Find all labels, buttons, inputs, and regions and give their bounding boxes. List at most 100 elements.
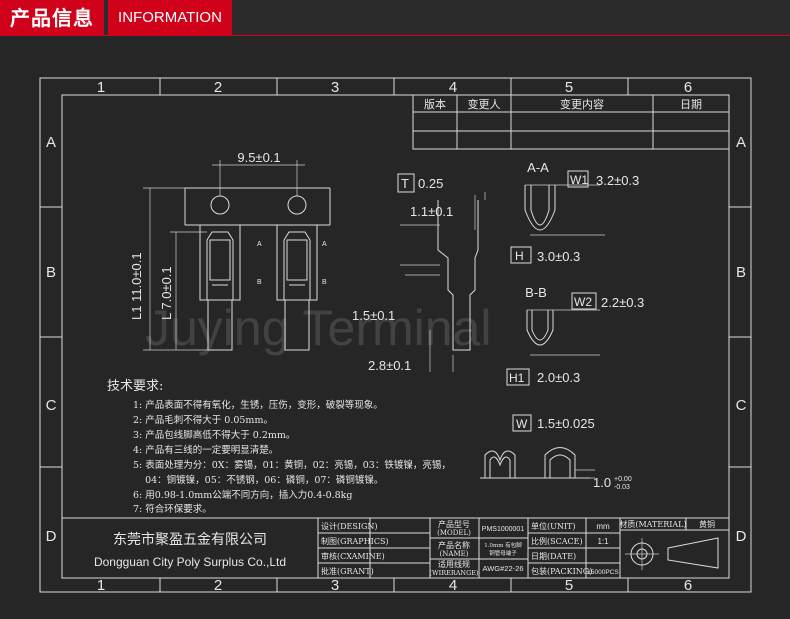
dim-1-5: 1.5±0.1 xyxy=(352,308,395,323)
row-label-left-c: C xyxy=(46,397,57,414)
row-label-left-d: D xyxy=(46,528,57,545)
dim-w2-label: W2 xyxy=(574,295,592,309)
projection-symbol xyxy=(625,537,719,570)
col-label-top-5: 5 xyxy=(565,79,573,96)
dim-l1: L1 11.0±0.1 xyxy=(129,252,144,320)
tb-wire-value: AWG#22-26 xyxy=(483,564,524,573)
row-label-left-b: B xyxy=(46,264,56,281)
dim-w1-value: 3.2±0.3 xyxy=(596,173,639,188)
dim-thickness-tol-lower: -0.03 xyxy=(614,484,630,491)
col-label-top-1: 1 xyxy=(97,79,105,96)
tb-packing-label: 包装(PACKING) xyxy=(531,566,592,576)
dim-w2-value: 2.2±0.3 xyxy=(601,295,644,310)
tb-date-label: 日期(DATE) xyxy=(531,552,576,561)
tb-material-label: 材质(MATERIAL) xyxy=(619,519,686,529)
tb-wire-label-en: (WIRERANGE) xyxy=(429,569,479,577)
watermark: Juying Terminal xyxy=(145,300,491,356)
tb-name-value-2: 铜管母端子 xyxy=(489,549,517,557)
requirement-item-2: 2: 产品毛刺不得大于 0.05mm。 xyxy=(133,414,273,426)
tb-examine-label: 审核(CXAMINE) xyxy=(321,551,385,561)
col-label-top-6: 6 xyxy=(684,79,692,96)
column-ticks xyxy=(40,78,751,592)
arrow-label-a-left: A xyxy=(257,241,262,248)
tb-name-value-1: 1.0mm 有包脚 xyxy=(484,541,522,549)
tb-model-label-en: (MODEL) xyxy=(437,529,471,537)
revision-header-changer: 变更人 xyxy=(468,97,501,111)
dim-l: L 7.0±0.1 xyxy=(159,266,174,320)
section-aa xyxy=(510,170,605,264)
tb-scale-value: 1:1 xyxy=(597,537,609,546)
tb-packing-value: 15000PCS xyxy=(587,569,619,576)
revision-table xyxy=(412,94,730,150)
tb-design-label: 设计(DESIGN) xyxy=(321,521,378,531)
dim-h-value: 3.0±0.3 xyxy=(537,249,580,264)
requirement-item-5: 5: 表面处理为分：0X：雾锡，01：黄铜，02：亮锡，03：铁镀镍，亮锡， xyxy=(133,459,451,471)
dim-h1-label: H1 xyxy=(509,371,525,385)
requirements-title: 技术要求: xyxy=(107,379,163,394)
dim-thickness-tol-upper: +0.00 xyxy=(614,476,632,483)
tb-unit-label: 单位(UNIT) xyxy=(531,521,575,531)
section-aa-title: A-A xyxy=(527,160,549,175)
detail-w xyxy=(480,414,595,479)
company-name-en: Dongguan City Poly Surplus Co.,Ltd xyxy=(94,555,286,569)
section-bb xyxy=(506,292,600,386)
side-view xyxy=(397,173,486,372)
dim-1-1: 1.1±0.1 xyxy=(410,204,453,219)
tb-model-value: PMS1000001 xyxy=(482,526,525,533)
dim-w-label: W xyxy=(516,417,528,431)
arrow-label-a-right: A xyxy=(322,241,327,248)
tb-name-label-cn: 产品名称 xyxy=(438,540,470,550)
dim-h1-value: 2.0±0.3 xyxy=(537,370,580,385)
requirement-item-4: 4: 产品有三线的一定要明显清楚。 xyxy=(133,444,278,456)
dim-h-label: H xyxy=(515,249,524,263)
company-name-cn: 东莞市聚盈五金有限公司 xyxy=(113,531,267,548)
outer-frame xyxy=(39,77,752,593)
arrow-label-b-right: B xyxy=(322,279,327,286)
dim-w-value: 1.5±0.025 xyxy=(537,416,595,431)
requirement-item-5-continued: 04：铜镀镍，05：不锈钢，06：磷铜，07：磷铜镀镍。 xyxy=(133,474,383,486)
tb-wire-label-cn: 适用线规 xyxy=(438,559,470,569)
title-block-grid xyxy=(61,517,730,579)
requirement-item-3: 3: 产品包线脚高低不得大于 0.2mm。 xyxy=(133,429,295,441)
tb-grant-label: 批准(GRANT) xyxy=(321,566,374,576)
col-label-bottom-4: 4 xyxy=(449,577,457,594)
header-title-en: INFORMATION xyxy=(108,0,232,36)
row-label-right-d: D xyxy=(736,528,747,545)
row-label-right-c: C xyxy=(736,397,747,414)
section-bb-title: B-B xyxy=(525,285,547,300)
dim-t-label: T xyxy=(401,176,409,191)
tb-unit-value: mm xyxy=(596,522,610,531)
requirement-item-1: 1: 产品表面不得有氧化，生锈，压伤，变形，破裂等现象。 xyxy=(133,399,383,411)
arrow-label-b-left: B xyxy=(257,279,262,286)
row-label-right-b: B xyxy=(736,264,746,281)
requirement-item-7: 7: 符合环保要求。 xyxy=(133,503,212,515)
requirement-item-6: 6: 用0.98-1.0mm公端不同方向，插入力0.4-0.8kg xyxy=(133,489,353,501)
revision-header-content: 变更内容 xyxy=(560,97,604,111)
header-bar: 产品信息 INFORMATION xyxy=(0,0,790,36)
revision-header-version: 版本 xyxy=(424,97,446,111)
dim-t-value: 0.25 xyxy=(418,176,443,191)
col-label-bottom-5: 5 xyxy=(565,577,573,594)
row-label-left-a: A xyxy=(46,134,56,151)
tb-model-label-cn: 产品型号 xyxy=(438,519,470,529)
tb-scale-label: 比例(SCACE) xyxy=(531,536,583,546)
header-divider xyxy=(0,35,790,36)
tb-name-label-en: (NAME) xyxy=(440,550,469,558)
col-label-top-2: 2 xyxy=(214,79,222,96)
dim-w1-label: W1 xyxy=(570,173,588,187)
col-label-bottom-2: 2 xyxy=(214,577,222,594)
dim-thickness: 1.0 xyxy=(593,475,611,490)
front-view xyxy=(143,160,331,351)
tb-material-value: 黄铜 xyxy=(699,519,715,529)
row-label-right-a: A xyxy=(736,134,746,151)
col-label-bottom-3: 3 xyxy=(331,577,339,594)
col-label-top-4: 4 xyxy=(449,79,457,96)
dim-2-8: 2.8±0.1 xyxy=(368,358,411,373)
header-title-cn: 产品信息 xyxy=(0,0,104,36)
tb-graphics-label: 制图(GRAPHICS) xyxy=(321,536,389,546)
col-label-top-3: 3 xyxy=(331,79,339,96)
revision-header-date: 日期 xyxy=(680,98,702,111)
dim-pitch: 9.5±0.1 xyxy=(237,150,280,165)
col-label-bottom-1: 1 xyxy=(97,577,105,594)
